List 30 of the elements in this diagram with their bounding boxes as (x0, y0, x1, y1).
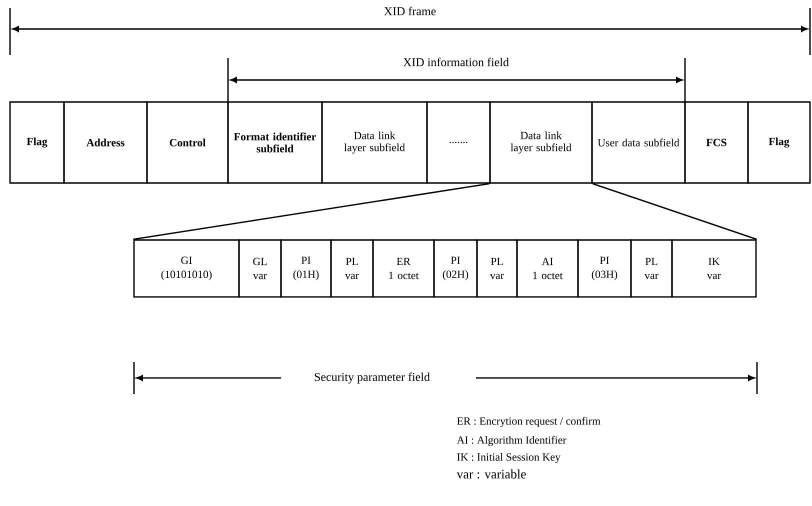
field-box: Format identifier subfield (227, 101, 323, 184)
legend-note: IK : Initial Session Key (457, 453, 561, 463)
legend-note: var : variable (456, 469, 526, 479)
field-box: Flag (9, 101, 65, 184)
field-box: Control (146, 101, 229, 184)
parameter-box: GL var (238, 239, 282, 298)
parameter-box: PI (01H) (280, 239, 332, 298)
field-box: FCS (684, 101, 749, 184)
field-box: User data subfield (591, 101, 686, 184)
field-box: Data link layer subfield (321, 101, 428, 184)
zoom-line (592, 183, 757, 240)
legend-note: AI : Algorithm Identifier (456, 436, 566, 446)
parameter-box: GI (10101010) (133, 239, 240, 298)
parameter-box: PL var (330, 239, 374, 298)
parameter-box: IK var (671, 239, 757, 298)
dimension-label: Security parameter field (314, 372, 430, 384)
zoom-line (133, 183, 490, 240)
field-box: Flag (747, 101, 811, 184)
parameter-box: PL var (476, 239, 518, 298)
field-box: Address (63, 101, 148, 184)
parameter-box: PI (03H) (577, 239, 632, 298)
parameter-box: PL var (630, 239, 673, 298)
dimension-label: XID information field (403, 58, 509, 66)
parameter-box: ER 1 octet (372, 239, 435, 298)
legend-note: ER : Encrytion request / confirm (457, 416, 600, 428)
dimension-label: XID frame (384, 6, 436, 16)
parameter-box: PI (02H) (433, 239, 478, 298)
parameter-box: AI 1 octet (516, 239, 579, 298)
field-box: Data link layer subfield (489, 101, 593, 184)
field-box: ....... (426, 101, 491, 184)
